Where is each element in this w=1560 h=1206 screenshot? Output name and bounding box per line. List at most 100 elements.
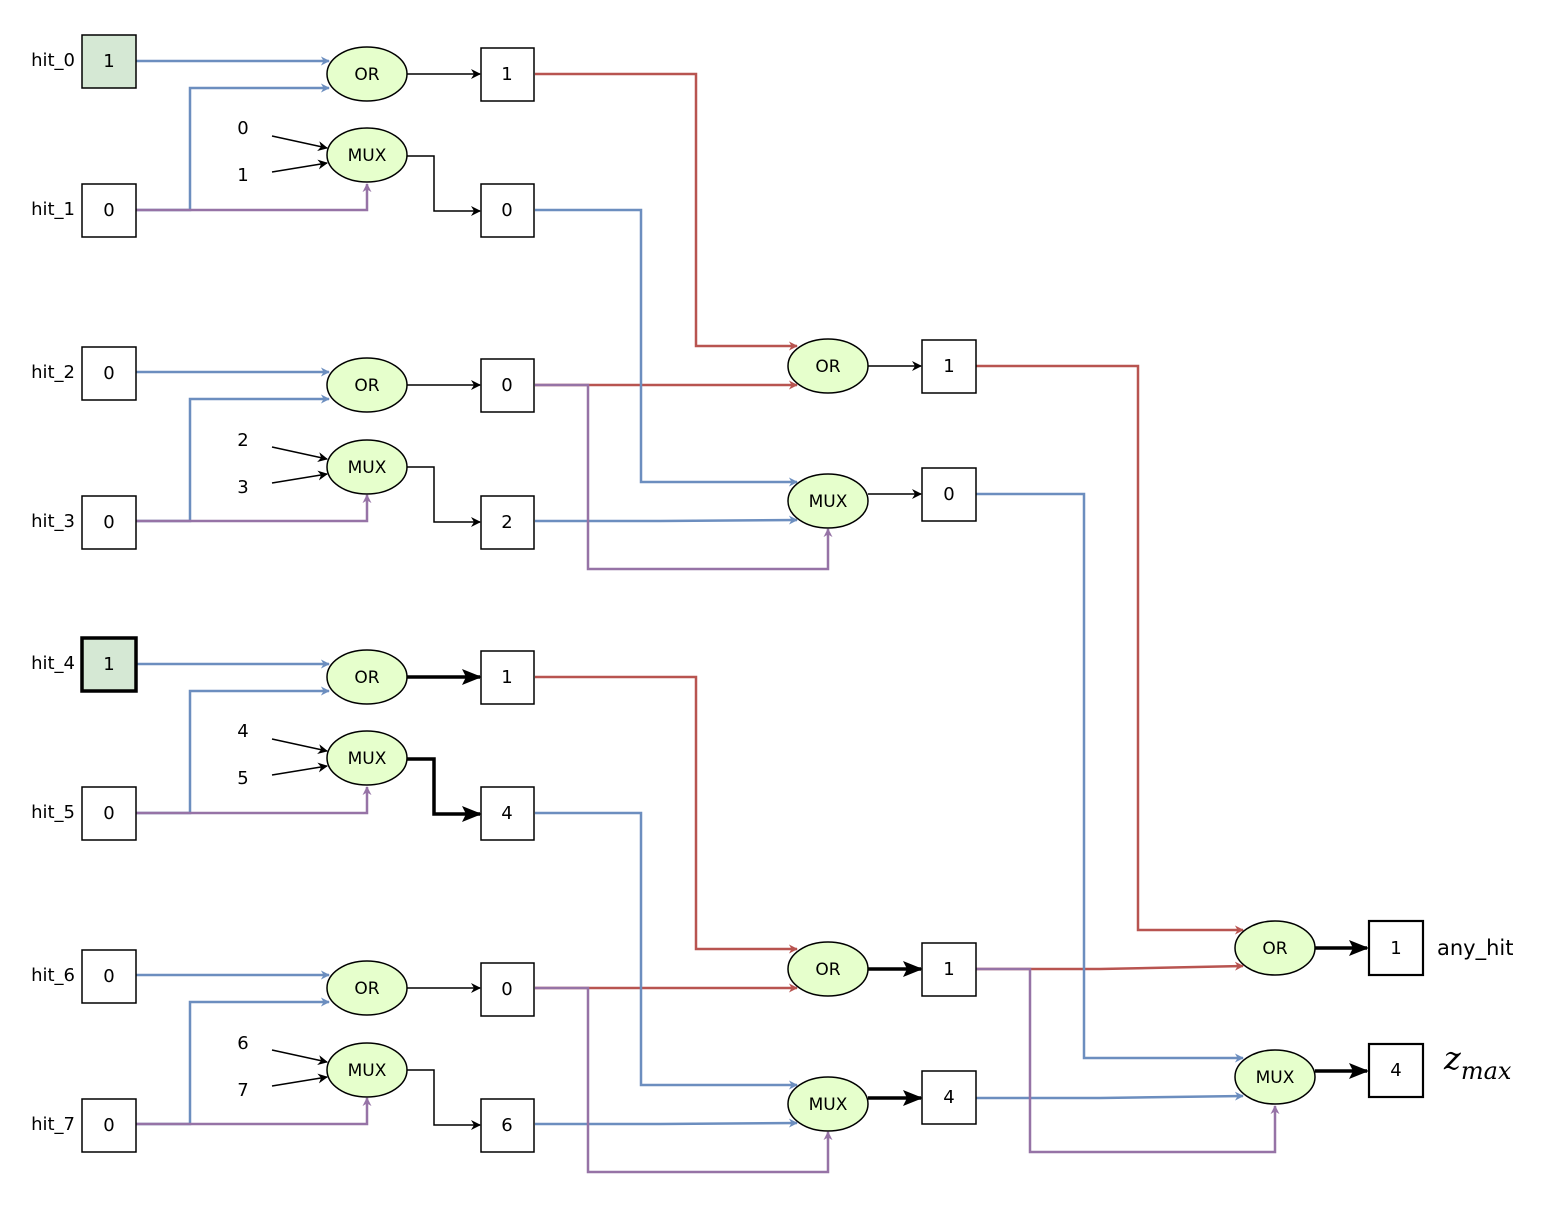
wire-select-to-mux (136, 786, 372, 815)
stage1-or-output: 1 (480, 650, 535, 705)
stage1-or-output: 1 (480, 47, 535, 102)
any-hit-label: any_hit (1437, 936, 1513, 961)
stage1-or-gate: OR (326, 960, 408, 1016)
wire-select-to-stage2-mux (535, 383, 833, 571)
input-label: hit_1 (31, 199, 75, 220)
input-hit-6: hit_6 0 (31, 949, 137, 1004)
stage1-mux-gate: MUX (326, 730, 408, 786)
wire-mux-to-output (407, 155, 481, 216)
input-value: 0 (103, 1115, 114, 1136)
wire-constant-to-mux (271, 446, 328, 462)
stage1-or-gate: OR (326, 649, 408, 705)
output-value: 4 (943, 1087, 954, 1108)
stage2-mux-gate: MUX (787, 1076, 869, 1132)
input-box (81, 346, 137, 401)
gate-label: MUX (348, 458, 387, 478)
stage1-or-output: 0 (480, 358, 535, 413)
input-label: hit_3 (31, 511, 75, 532)
input-hit-3: hit_3 0 (31, 495, 137, 550)
wire-constant-to-mux (271, 159, 328, 173)
input-value: 1 (103, 51, 114, 72)
input-hit-0: hit_0 1 (31, 34, 137, 89)
wire-select-to-mux (136, 1097, 372, 1126)
gate-label: OR (354, 979, 379, 999)
output-value: 1 (943, 356, 954, 377)
input-box (81, 495, 137, 550)
final-mux-gate: MUX (1234, 1049, 1316, 1105)
stage2-mux-output: 4 (921, 1070, 977, 1125)
output-value: 6 (501, 1115, 512, 1136)
input-hit-1: hit_1 0 (31, 183, 137, 238)
gate-label: OR (815, 960, 840, 980)
input-label: hit_7 (31, 1114, 75, 1135)
output-value: 0 (501, 375, 512, 396)
input-box (81, 183, 137, 238)
output-value: 1 (501, 667, 512, 688)
input-hit-2: hit_2 0 (31, 346, 137, 401)
wire-to-final-mux (976, 492, 1244, 1063)
wire-to-final-or (976, 364, 1244, 935)
wire-mux-to-stage2-mux (535, 1118, 798, 1128)
wire-or-to-stage2-or (535, 675, 798, 954)
input-box (81, 1098, 137, 1153)
wires (136, 56, 1369, 1174)
input-value: 0 (103, 200, 114, 221)
stage1-mux-gate: MUX (326, 1042, 408, 1098)
output-value: 4 (501, 803, 512, 824)
zmax-output: 4 (1367, 1042, 1425, 1099)
wire-mux-to-output (407, 1069, 481, 1130)
input-box (80, 636, 138, 693)
gate-label: MUX (809, 492, 848, 512)
output-value: 1 (1390, 938, 1401, 959)
wire-input-to-or (136, 394, 330, 523)
output-value: 0 (501, 979, 512, 1000)
gate-label: OR (354, 668, 379, 688)
stage1-or-gate: OR (326, 46, 408, 102)
input-label: hit_5 (31, 802, 75, 823)
output-value: 2 (501, 512, 512, 533)
gate-label: MUX (348, 1061, 387, 1081)
mux-constant: 0 (237, 118, 248, 139)
input-box (81, 949, 137, 1004)
input-box (81, 34, 137, 89)
stage2-mux-output: 0 (921, 467, 977, 522)
input-hit-4: hit_4 1 (31, 636, 138, 693)
stage1-or-gate: OR (326, 357, 408, 413)
stage2-mux-gate: MUX (787, 473, 869, 529)
gate-label: OR (815, 357, 840, 377)
wire-or-to-stage2-or (535, 72, 798, 351)
input-value: 1 (103, 654, 114, 675)
gate-label: MUX (1256, 1068, 1295, 1088)
mux-constant: 1 (237, 165, 248, 186)
stage1-mux-output: 6 (480, 1098, 535, 1153)
wire-constant-to-mux (271, 762, 328, 776)
output-value: 1 (501, 64, 512, 85)
input-label: hit_2 (31, 362, 75, 383)
zmax-label-sub: max (1461, 1057, 1512, 1085)
wire-input-to-or (136, 686, 330, 815)
stage2-or-output: 1 (921, 339, 977, 394)
stage1-mux-gate: MUX (326, 127, 408, 183)
wire-mux-to-output (407, 757, 482, 822)
wire-constant-to-mux (271, 738, 328, 754)
mux-constant: 2 (237, 430, 248, 451)
stage2-or-gate: OR (787, 941, 869, 997)
input-hit-5: hit_5 0 (31, 786, 137, 841)
stage2-or-output: 1 (921, 942, 977, 997)
output-value: 1 (943, 959, 954, 980)
stage1-or-output: 0 (480, 962, 535, 1017)
mux-constant: 5 (237, 768, 248, 789)
wire-constant-to-mux (271, 1049, 328, 1065)
wire-constant-to-mux (271, 470, 328, 484)
wire-select-to-stage2-mux (535, 986, 833, 1174)
gate-label: OR (1262, 939, 1287, 959)
input-box (81, 786, 137, 841)
wire-mux-to-stage2-mux (535, 811, 798, 1090)
input-label: hit_0 (31, 50, 75, 71)
stage2-or-gate: OR (787, 338, 869, 394)
mux-constant: 6 (237, 1033, 248, 1054)
stage1-mux-gate: MUX (326, 439, 408, 495)
wire-to-final-mux (976, 1091, 1244, 1101)
gate-label: OR (354, 376, 379, 396)
stage1-mux-output: 0 (480, 183, 535, 238)
